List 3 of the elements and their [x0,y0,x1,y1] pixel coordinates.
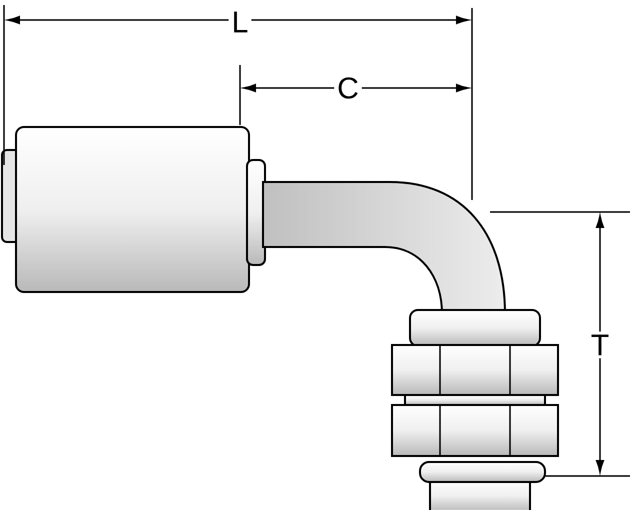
dimension-label: T [588,332,612,358]
dimension-label: C [334,74,362,102]
dimension-label: L [228,8,252,36]
